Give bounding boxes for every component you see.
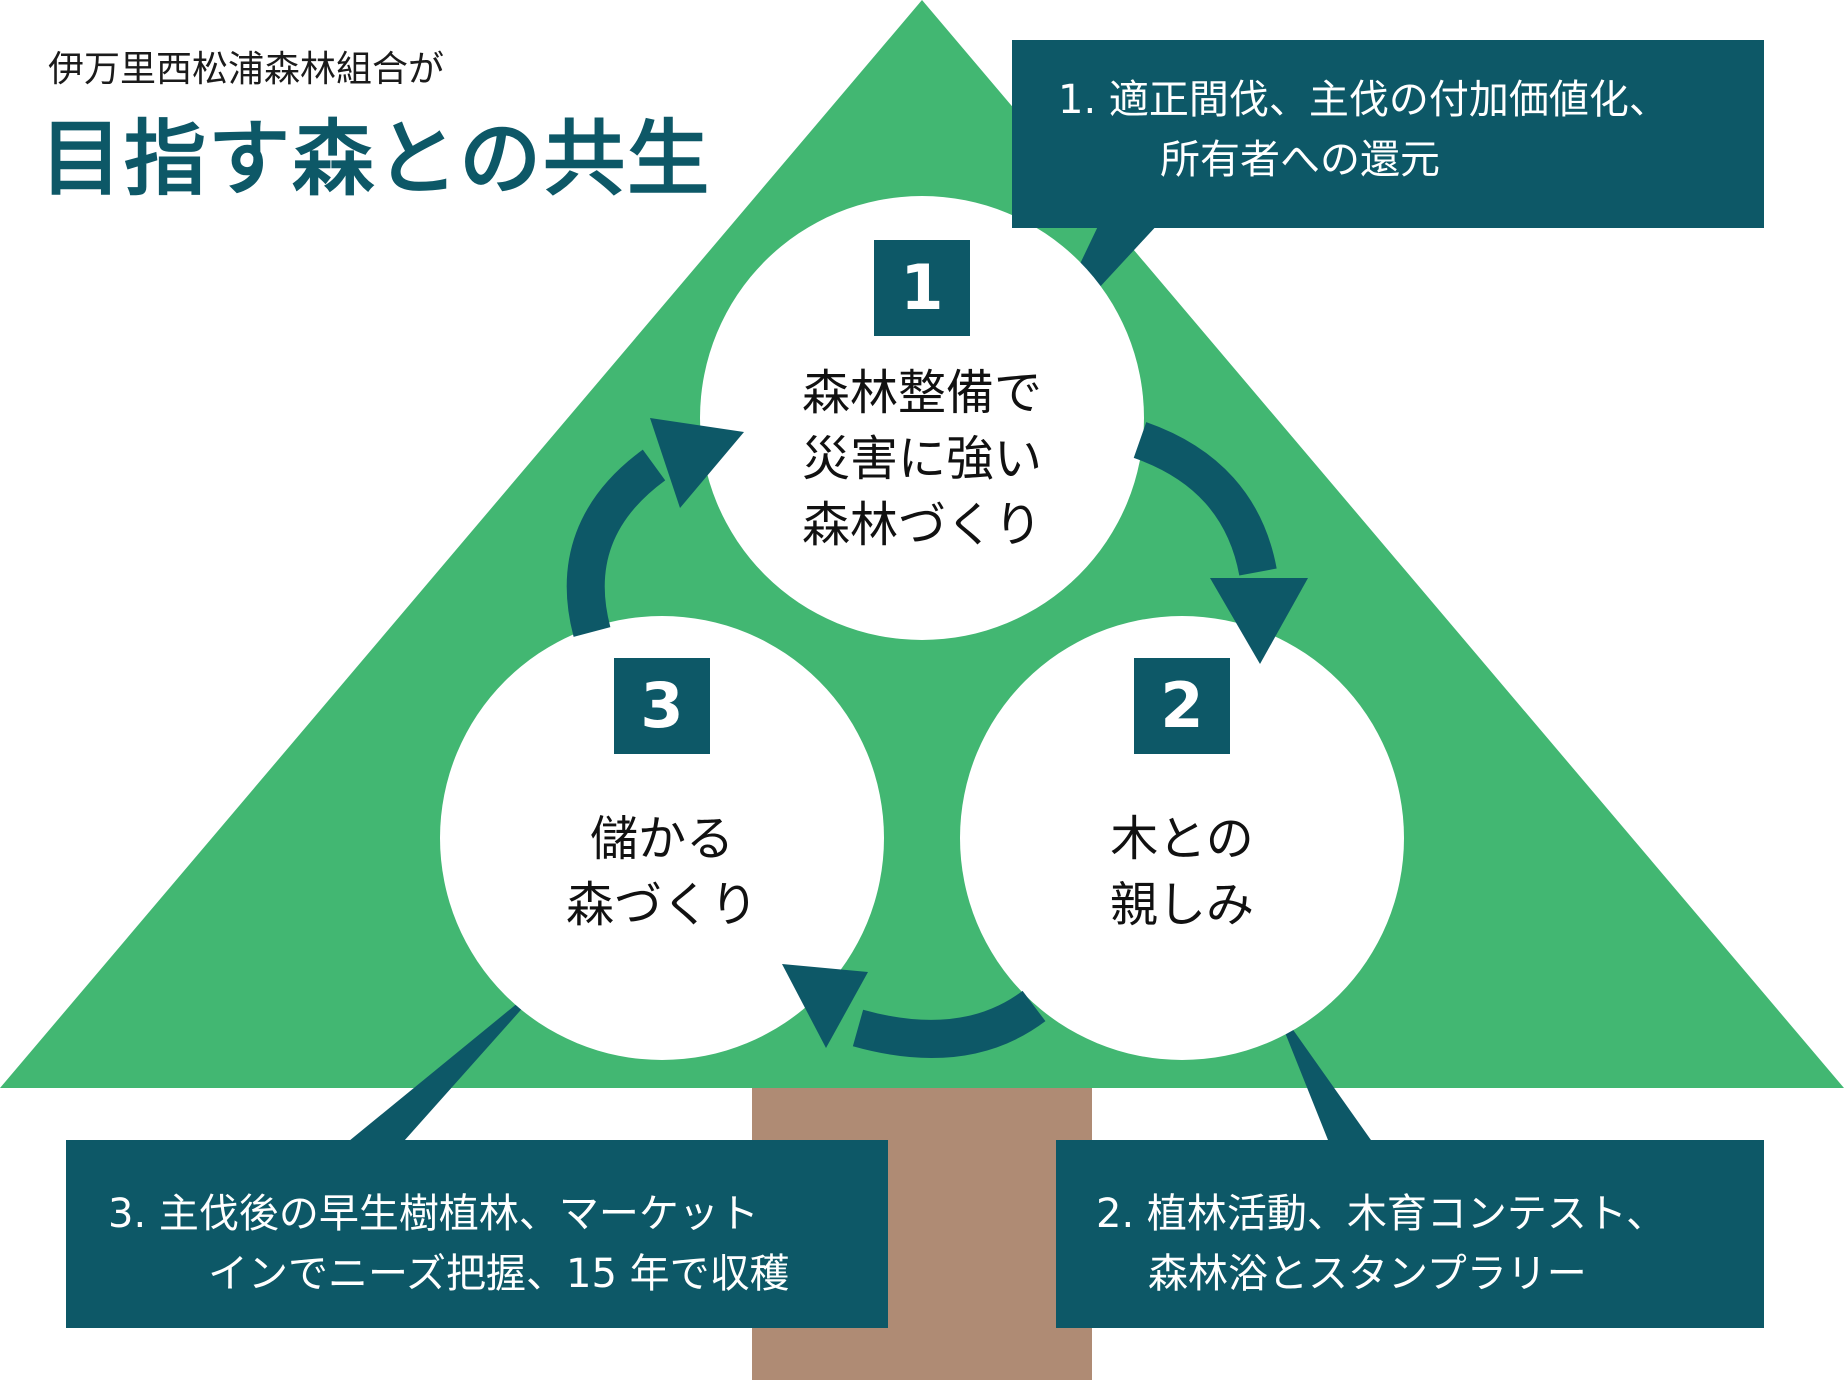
arrow-2-to-3 <box>852 990 1046 1058</box>
arrow-1-to-2-head <box>1210 578 1308 664</box>
callout-2: 2. 植林活動、木育コンテスト、 森林浴とスタンプラリー <box>1056 1140 1764 1328</box>
cycle-circle-2 <box>960 616 1404 1060</box>
callout-2-line-2: 森林浴とスタンプラリー <box>1148 1251 1587 1297</box>
arrow-3-to-1 <box>566 449 666 637</box>
callout-3-line-2: インでニーズ把握、15 年で収穫 <box>208 1251 790 1297</box>
cycle-circle-3 <box>440 616 884 1060</box>
cycle-label-2: 木との 親しみ <box>1022 806 1342 938</box>
callout-1: 1. 適正間伐、主伐の付加価値化、 所有者への還元 <box>1012 40 1764 228</box>
callout-2-pointer <box>1272 1000 1378 1150</box>
cycle-label-3-line-2: 森づくり <box>565 877 758 933</box>
cycle-label-2-line-1: 木との <box>1110 811 1254 867</box>
cycle-label-1-line-2: 災害に強い <box>801 431 1042 487</box>
callout-1-line-1: 1. 適正間伐、主伐の付加価値化、 <box>1058 77 1669 123</box>
cycle-label-3-line-1: 儲かる <box>589 811 734 867</box>
callout-2-line-1: 2. 植林活動、木育コンテスト、 <box>1096 1191 1667 1237</box>
callout-3-pointer <box>338 975 552 1150</box>
cycle-badge-3: 3 <box>614 658 710 754</box>
callout-1-line-2: 所有者への還元 <box>1160 137 1440 183</box>
callout-3-line-1: 3. 主伐後の早生樹植林、マーケット <box>108 1191 759 1237</box>
cycle-badge-2: 2 <box>1134 658 1230 754</box>
callout-3: 3. 主伐後の早生樹植林、マーケット インでニーズ把握、15 年で収穫 <box>66 1140 888 1328</box>
cycle-label-3: 儲かる 森づくり <box>502 806 822 938</box>
cycle-circle-1 <box>700 196 1144 640</box>
arrow-1-to-2 <box>1133 422 1277 576</box>
arrow-3-to-1-head <box>650 418 744 508</box>
cycle-label-2-line-2: 親しみ <box>1109 877 1254 933</box>
cycle-badge-1: 1 <box>874 240 970 336</box>
cycle-label-1-line-1: 森林整備で <box>801 365 1042 421</box>
cycle-label-1: 森林整備で 災害に強い 森林づくり <box>762 360 1082 558</box>
cycle-arrows <box>566 418 1308 1058</box>
arrow-2-to-3-head <box>782 964 868 1048</box>
cycle-label-1-line-3: 森林づくり <box>801 497 1042 553</box>
diagram-title: 目指す森との共生 <box>40 111 712 207</box>
diagram-subtitle: 伊万里西松浦森林組合が <box>48 49 445 90</box>
